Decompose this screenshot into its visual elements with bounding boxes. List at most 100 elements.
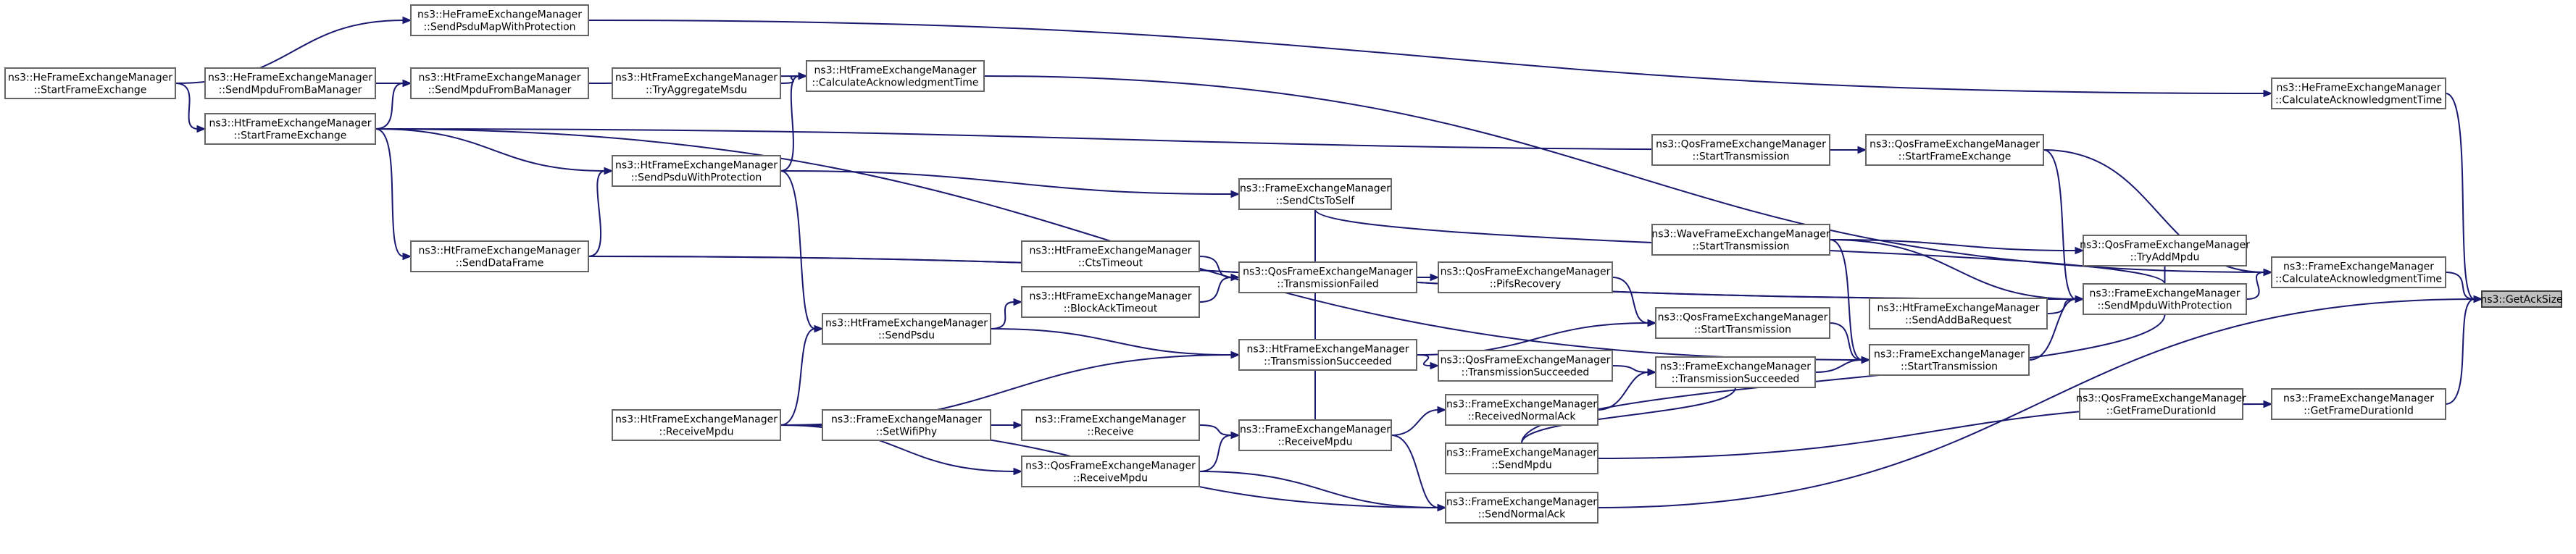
node-ht_tryaggregate[interactable]: ns3::HtFrameExchangeManager::TryAggregat… (612, 67, 781, 99)
node-label-line: ns3::QosFrameExchangeManager (1025, 461, 1196, 472)
node-label-line: ::BlockAckTimeout (1064, 303, 1158, 315)
node-ht_blockacktimeout[interactable]: ns3::HtFrameExchangeManager::BlockAckTim… (1021, 286, 1200, 318)
node-ht_sendpsdu[interactable]: ns3::HtFrameExchangeManager::SendPsdu (822, 313, 991, 345)
node-he_sendpsdumap[interactable]: ns3::HeFrameExchangeManager::SendPsduMap… (410, 4, 589, 36)
node-ht_calc_ack[interactable]: ns3::HtFrameExchangeManager::CalculateAc… (806, 60, 985, 92)
node-qos_starttx_b[interactable]: ns3::QosFrameExchangeManager::StartTrans… (1655, 307, 1830, 339)
arrowhead-ht_startfe-to-ht_sendmpdu_ba (402, 79, 412, 88)
node-qos_startfe[interactable]: ns3::QosFrameExchangeManager::StartFrame… (1865, 134, 2044, 166)
node-he_sendmpdu_ba[interactable]: ns3::HeFrameExchangeManager::SendMpduFro… (204, 67, 376, 99)
node-label-line: ns3::HtFrameExchangeManager (615, 160, 778, 172)
node-wave_starttx[interactable]: ns3::WaveFrameExchangeManager::StartTran… (1651, 224, 1830, 256)
node-ht_receivempdu[interactable]: ns3::HtFrameExchangeManager::ReceiveMpdu (612, 409, 781, 441)
node-box (2481, 290, 2562, 308)
edge-ht_blockacktimeout-to-qos_txfailed (1199, 277, 1233, 303)
node-label-line: ns3::FrameExchangeManager (2090, 288, 2241, 300)
node-fem_sendnormalack[interactable]: ns3::FrameExchangeManager::SendNormalAck (1445, 492, 1598, 524)
node-box (1445, 442, 1598, 474)
node-label-line: ns3::FrameExchangeManager (2283, 261, 2434, 273)
edge-ht_ctstimeout-to-qos_txfailed (1199, 256, 1233, 278)
node-ht_senddataframe[interactable]: ns3::HtFrameExchangeManager::SendDataFra… (410, 240, 589, 272)
node-box (410, 4, 589, 36)
node-qos_txfailed[interactable]: ns3::QosFrameExchangeManager::Transmissi… (1238, 261, 1417, 293)
node-box (1238, 261, 1417, 293)
node-box (204, 113, 376, 145)
edge-ht_senddataframe-to-ht_sendpsdu_prot (588, 170, 606, 257)
node-label-line: ns3::HtFrameExchangeManager (1877, 303, 2040, 314)
node-label-line: ns3::FrameExchangeManager (1446, 497, 1597, 508)
edge-fem_txsucceeded-to-fem_starttx (1814, 359, 1863, 373)
node-label-line: ::SendPsdu (878, 330, 935, 342)
node-box (822, 409, 991, 441)
edge-ht_startfe-to-ht_senddataframe (375, 128, 404, 257)
edge-ht_sendpsdu-to-ht_txsucceeded (990, 328, 1233, 356)
node-label-line: ns3::QosFrameExchangeManager (1870, 139, 2040, 151)
node-fem_recvnormalack[interactable]: ns3::FrameExchangeManager::ReceivedNorma… (1445, 394, 1598, 426)
node-qos_tryaddmpdu[interactable]: ns3::QosFrameExchangeManager::TryAddMpdu (2080, 235, 2250, 266)
node-label-line: ::SendMpduFromBaManager (428, 85, 572, 96)
node-fem_setwifiphy[interactable]: ns3::FrameExchangeManager::SetWifiPhy (822, 409, 991, 441)
edge-wave_starttx-to-fem_starttx (1829, 239, 1863, 361)
node-qos_getfdid[interactable]: ns3::QosFrameExchangeManager::GetFrameDu… (2076, 388, 2246, 420)
node-ht_sendaddba[interactable]: ns3::HtFrameExchangeManager::SendAddBaRe… (1869, 298, 2048, 330)
edge-ht_startfe-to-ht_sendpsdu_prot (375, 128, 606, 172)
node-ht_sendmpdu_ba[interactable]: ns3::HtFrameExchangeManager::SendMpduFro… (410, 67, 589, 99)
node-label-line: ns3::HtFrameExchangeManager (1030, 245, 1192, 257)
node-qos_starttx_a[interactable]: ns3::QosFrameExchangeManager::StartTrans… (1651, 134, 1830, 166)
node-ht_sendpsdu_prot[interactable]: ns3::HtFrameExchangeManager::SendPsduWit… (612, 155, 781, 187)
node-label-line: ns3::FrameExchangeManager (1446, 448, 1597, 459)
node-box (1238, 419, 1392, 451)
arrowhead-fem_sendnormalack-to-getacksize (2473, 295, 2483, 303)
node-box (1869, 344, 2030, 376)
node-label-line: ns3::FrameExchangeManager (1446, 399, 1597, 411)
arrowhead-ht_receivempdu-to-qos_receivempdu (1013, 467, 1023, 476)
node-box (2083, 283, 2247, 315)
edge-ht_startfe-to-ht_sendmpdu_ba (375, 83, 404, 130)
arrowhead-qos_receivempdu-to-fem_receivempdu (1230, 431, 1241, 440)
node-fem_receivempdu[interactable]: ns3::FrameExchangeManager::ReceiveMpdu (1238, 419, 1392, 451)
node-label-line: ::StartTransmission (1694, 324, 1791, 336)
node-label-line: ns3::QosFrameExchangeManager (2076, 393, 2246, 405)
node-label-line: ns3::FrameExchangeManager (1874, 349, 2025, 361)
node-label-line: ::GetFrameDurationId (2106, 406, 2217, 417)
node-label-line: ::SendAddBaRequest (1905, 315, 2012, 327)
arrowhead-ht_senddataframe-to-ht_sendpsdu_prot (604, 167, 614, 175)
node-label-line: ns3::FrameExchangeManager (831, 414, 982, 426)
node-label-line: ::SendNormalAck (1478, 509, 1566, 521)
arrowhead-ht_senddataframe-to-fem_sendmpdu_prot (2075, 295, 2085, 303)
node-label-line: ns3::HeFrameExchangeManager (208, 72, 372, 84)
edge-ht_sendpsdu_prot-to-ht_sendpsdu (780, 170, 816, 330)
node-ht_startfe[interactable]: ns3::HtFrameExchangeManager::StartFrameE… (204, 113, 376, 145)
node-label-line: ::SendDataFrame (456, 258, 544, 269)
node-box (806, 60, 985, 92)
node-qos_receivempdu[interactable]: ns3::QosFrameExchangeManager::ReceiveMpd… (1021, 456, 1200, 487)
node-label-line: ::ReceivedNormalAck (1468, 411, 1577, 423)
node-label-line: ::SendPsduMapWithProtection (423, 22, 575, 33)
node-box (1238, 178, 1392, 210)
node-fem_sendmpdu[interactable]: ns3::FrameExchangeManager::SendMpdu (1445, 442, 1598, 474)
node-ht_txsucceeded[interactable]: ns3::HtFrameExchangeManager::Transmissio… (1238, 339, 1417, 371)
node-ht_ctstimeout[interactable]: ns3::HtFrameExchangeManager::CtsTimeout (1021, 240, 1200, 272)
node-fem_starttx[interactable]: ns3::FrameExchangeManager::StartTransmis… (1869, 344, 2030, 376)
node-fem_txsucceeded[interactable]: ns3::FrameExchangeManager::TransmissionS… (1655, 356, 1816, 388)
node-label-line: ::SendPsduWithProtection (631, 172, 762, 184)
node-label-line: ns3::WaveFrameExchangeManager (1651, 229, 1830, 240)
node-getacksize[interactable]: ns3::GetAckSize (2480, 290, 2563, 308)
node-fem_sendmpdu_prot[interactable]: ns3::FrameExchangeManager::SendMpduWithP… (2083, 283, 2247, 315)
node-qos_pifsrecovery[interactable]: ns3::QosFrameExchangeManager::PifsRecove… (1438, 261, 1613, 293)
edge-ht_startfe-to-qos_startfe (375, 128, 1859, 151)
node-box (822, 313, 991, 345)
edge-qos_starttx_b-to-fem_starttx (1829, 322, 1863, 361)
node-qos_txsucceeded[interactable]: ns3::QosFrameExchangeManager::Transmissi… (1438, 350, 1613, 382)
node-label-line: ns3::FrameExchangeManager (1240, 424, 1391, 436)
edge-qos_receivempdu-to-fem_sendnormalack (1199, 471, 1439, 508)
node-fem_sendctstoself[interactable]: ns3::FrameExchangeManager::SendCtsToSelf (1238, 178, 1392, 210)
node-fem_receive[interactable]: ns3::FrameExchangeManager::Receive (1021, 409, 1200, 441)
node-he_startfe[interactable]: ns3::HeFrameExchangeManager::StartFrameE… (4, 67, 176, 99)
node-box (1238, 339, 1417, 371)
node-fem_getfdid[interactable]: ns3::FrameExchangeManager::GetFrameDurat… (2271, 388, 2446, 420)
node-he_calc_ack[interactable]: ns3::HeFrameExchangeManager::CalculateAc… (2271, 77, 2446, 109)
arrowhead-qos_txfailed-to-qos_pifsrecovery (1430, 273, 1440, 282)
node-label-line: ns3::HtFrameExchangeManager (1247, 344, 1409, 356)
node-fem_calc_ack[interactable]: ns3::FrameExchangeManager::CalculateAckn… (2271, 256, 2446, 288)
